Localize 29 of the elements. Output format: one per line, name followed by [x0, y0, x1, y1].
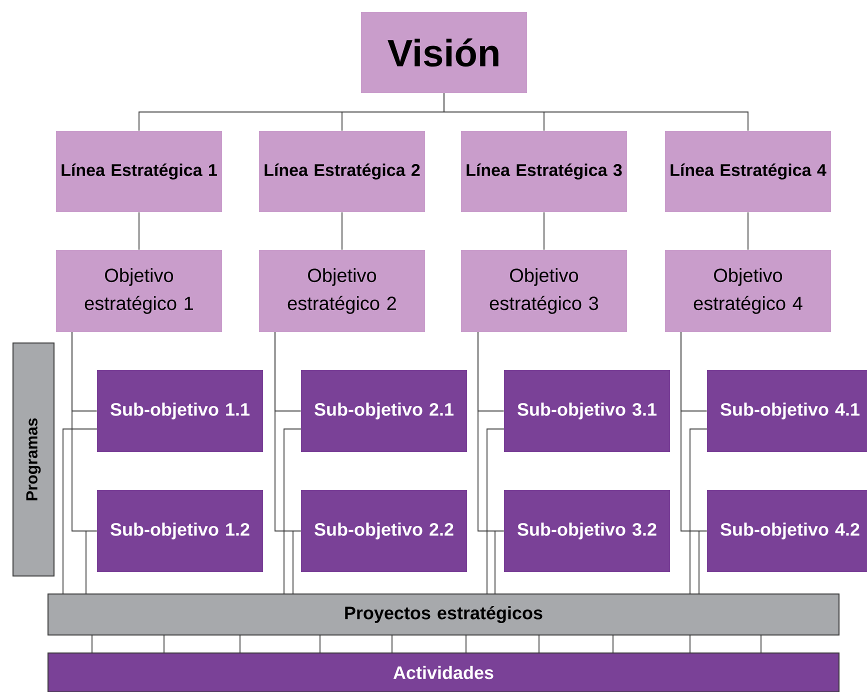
- connector-line: [284, 428, 302, 594]
- sub-objective-box: Sub-objetivo 4.2: [707, 490, 867, 572]
- sub-objective-box: Sub-objetivo 3.2: [504, 490, 670, 572]
- connector-line: [444, 92, 748, 132]
- sub-objective-box: Sub-objetivo 2.2: [301, 490, 467, 572]
- connector-line: [86, 530, 98, 594]
- connector-line: [486, 428, 504, 594]
- connector-line: [138, 212, 140, 250]
- connector-line: [494, 530, 504, 594]
- connector-line: [612, 634, 614, 654]
- connector-line: [292, 530, 302, 594]
- sub-objective-box: Sub-objetivo 4.1: [707, 370, 867, 452]
- objective-box: Objetivo estratégico 3: [461, 250, 627, 332]
- sub-objective-box: Sub-objetivo 1.1: [97, 370, 263, 452]
- title-box: Visión: [361, 12, 527, 93]
- connector-line: [698, 530, 708, 594]
- sub-objective-box: Sub-objetivo 3.1: [504, 370, 670, 452]
- connector-line: [62, 428, 98, 594]
- connector-line: [690, 428, 708, 594]
- objective-box: Objetivo estratégico 2: [259, 250, 425, 332]
- activity-band: Actividades: [48, 652, 840, 692]
- side-band: Programas: [12, 342, 54, 576]
- sub-objective-box: Sub-objetivo 2.1: [301, 370, 467, 452]
- connector-line: [760, 634, 762, 654]
- sub-objective-box: Sub-objetivo 1.2: [97, 490, 263, 572]
- connector-line: [538, 634, 540, 654]
- objective-box: Objetivo estratégico 4: [665, 250, 831, 332]
- project-band: Proyectos estratégicos: [48, 594, 840, 636]
- objective-box: Objetivo estratégico 1: [56, 250, 222, 332]
